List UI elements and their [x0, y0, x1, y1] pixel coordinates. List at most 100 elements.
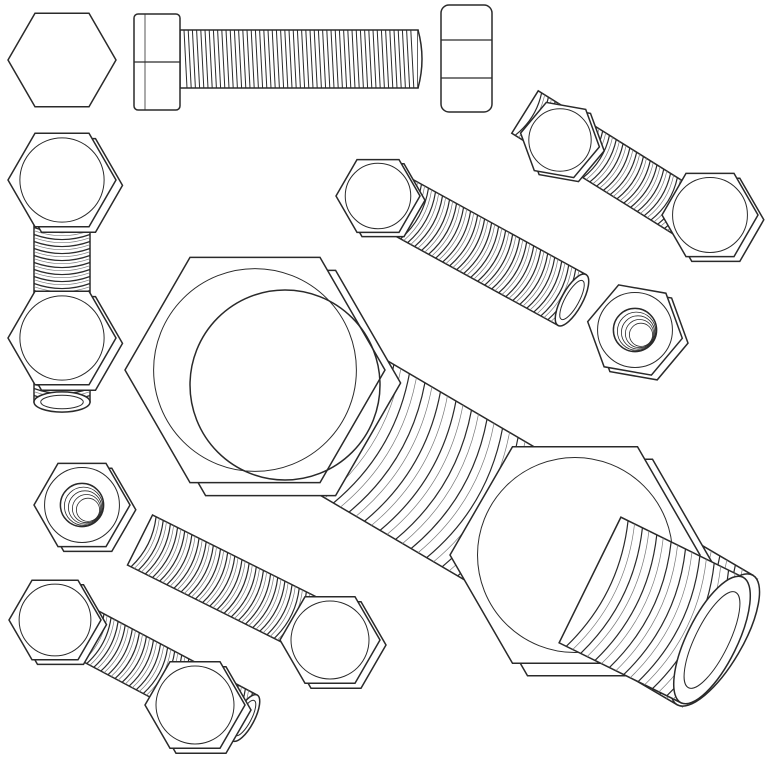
thread-line	[640, 170, 668, 214]
thread-line	[241, 571, 267, 623]
nut-hole	[612, 307, 658, 353]
thread-line	[114, 632, 140, 679]
thread-line	[623, 548, 687, 676]
thread-line	[212, 29, 217, 89]
thread-line	[629, 552, 693, 679]
thread-line	[364, 29, 369, 89]
thread-line	[330, 29, 335, 89]
thread-line	[615, 545, 678, 671]
thread-line	[340, 377, 417, 508]
thread-line	[463, 222, 493, 275]
thread-line	[219, 561, 246, 612]
nut-chamfer	[290, 600, 370, 680]
thread-line	[134, 518, 160, 569]
thread-line	[505, 245, 535, 298]
thread-line	[313, 29, 318, 89]
thread-line	[379, 400, 457, 531]
thread-line	[348, 382, 426, 513]
thread-line	[603, 147, 631, 191]
thread-line	[406, 29, 411, 89]
thread-line	[494, 239, 524, 291]
nut-hole-thread	[64, 486, 104, 526]
nut-face	[124, 256, 386, 484]
thread-line	[137, 520, 164, 571]
nut-hole-thread	[629, 322, 654, 347]
thread-line	[254, 29, 259, 89]
thread-line	[403, 189, 433, 241]
thread-line	[410, 29, 415, 89]
thread-line	[187, 545, 214, 596]
thread-line	[33, 272, 91, 279]
thread-line	[169, 536, 196, 587]
thread-line	[487, 235, 517, 288]
thread-line	[305, 29, 310, 89]
thread-line	[121, 636, 147, 683]
thread-line	[273, 588, 300, 639]
nut-face	[661, 172, 759, 258]
thread-line	[266, 584, 293, 636]
thread-line	[148, 525, 174, 576]
thread-line	[514, 92, 543, 136]
thread-line	[33, 240, 91, 248]
thread-line	[438, 209, 468, 261]
thread-line	[176, 539, 203, 591]
thread-line	[395, 409, 473, 540]
thread-line	[565, 520, 629, 647]
thread-line	[426, 428, 504, 559]
thread-line	[580, 527, 644, 654]
thread-line	[459, 220, 489, 272]
thread-line	[355, 29, 360, 89]
thread-line	[449, 214, 479, 267]
thread-line	[589, 139, 617, 183]
thread-line	[410, 419, 488, 550]
thread-line	[280, 29, 285, 89]
thread-line	[386, 405, 464, 535]
thread-line	[227, 564, 253, 616]
thread-line	[592, 141, 620, 185]
thread-line	[255, 579, 282, 630]
thread-line	[191, 546, 217, 598]
thread-line	[271, 29, 276, 89]
thread-line	[572, 523, 635, 650]
loose-nut-right	[586, 284, 689, 381]
thread-line	[338, 29, 343, 89]
thread-line	[202, 552, 229, 604]
thread-line	[333, 373, 410, 504]
thread-line	[355, 386, 433, 517]
thread-line	[596, 143, 624, 187]
nut-hole-thread	[625, 319, 655, 349]
nut-chamfer	[18, 583, 92, 657]
thread-line	[599, 145, 627, 189]
nut-face	[144, 660, 246, 750]
thread-line	[385, 29, 390, 89]
thread-line	[230, 566, 257, 618]
thread-line	[417, 423, 495, 553]
thread-line	[191, 29, 196, 89]
thread-line	[613, 154, 641, 197]
thread-line	[33, 268, 91, 276]
nut-chamfer	[672, 177, 748, 253]
thread-line	[89, 619, 115, 666]
thread-line	[343, 29, 348, 89]
thread-line	[301, 29, 306, 89]
thread-line	[159, 530, 186, 582]
thread-line	[540, 265, 570, 317]
thread-line	[529, 259, 559, 311]
thread-line	[267, 29, 272, 89]
thread-line	[393, 29, 398, 89]
thread-line	[237, 570, 265, 621]
thread-line	[292, 29, 297, 89]
nut-hole-thread	[72, 494, 102, 524]
nut-face	[335, 158, 421, 234]
side-view-nut	[440, 4, 493, 113]
thread-line	[351, 29, 356, 89]
nut-body	[440, 4, 493, 113]
nut-chamfer	[344, 162, 412, 230]
thread-line	[364, 391, 442, 522]
thread-line	[183, 29, 188, 89]
thread-line	[209, 556, 236, 607]
thread-line	[402, 414, 479, 544]
thread-line	[519, 253, 549, 305]
thread-line	[473, 228, 503, 280]
thread-line	[633, 166, 661, 210]
